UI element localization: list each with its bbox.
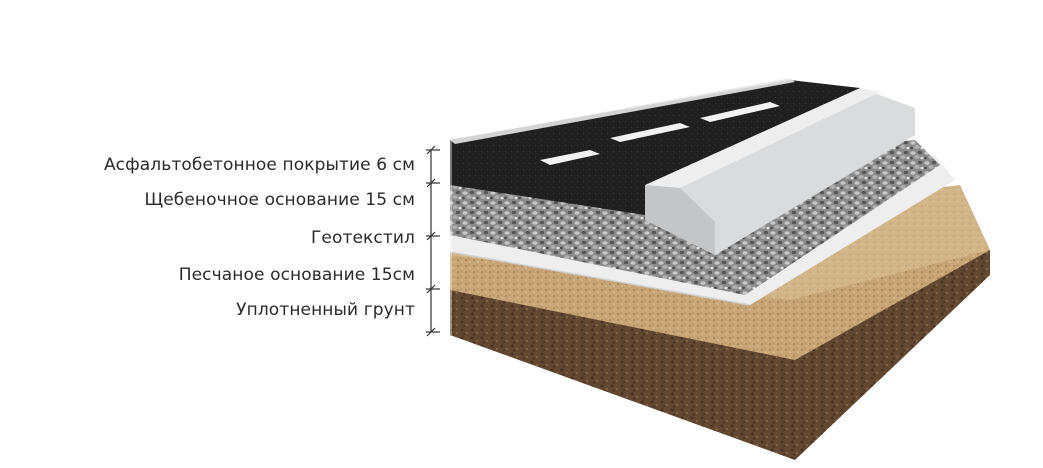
asphalt-layer: [450, 78, 860, 215]
road-marking: [610, 123, 690, 142]
road-curb: [645, 88, 915, 255]
soil-layer-label: Уплотненный грунт: [236, 300, 415, 320]
gravel-layer-label: Щебеночное основание 15 см: [144, 190, 415, 210]
sand-layer-label: Песчаное основание 15см: [178, 265, 415, 285]
asphalt-layer-label: Асфальтобетонное покрытие 6 см: [103, 155, 415, 175]
road-marking: [540, 150, 600, 165]
thickness-bracket: [426, 145, 440, 337]
road-marking: [700, 102, 780, 122]
geotextile-layer-label: Геотекстил: [310, 228, 415, 248]
